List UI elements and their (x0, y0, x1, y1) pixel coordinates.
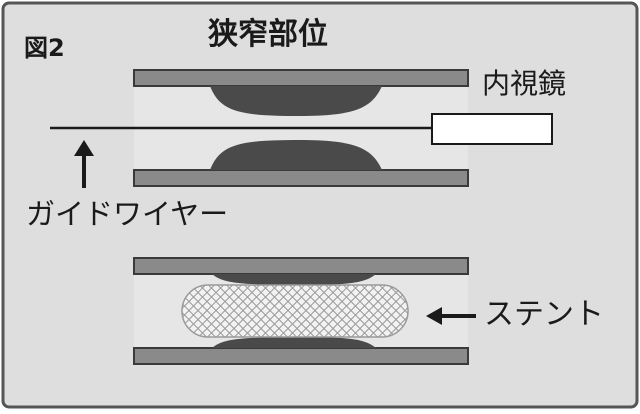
stenosis-lower (210, 140, 382, 170)
endoscope-tube (431, 113, 553, 145)
vessel-wall-upper-bottom (133, 257, 469, 275)
stenosis-illustration (50, 69, 553, 188)
stenosis-site-label: 狭窄部位 (208, 17, 328, 52)
vessel-wall-upper (133, 69, 469, 87)
stent-mesh (182, 285, 408, 337)
stent-illustration (133, 257, 476, 365)
vessel-wall-lower-bottom (133, 347, 469, 365)
guidewire-arrow (74, 140, 94, 188)
vessel-wall-lower (133, 169, 469, 187)
endoscope-label: 内視鏡 (482, 67, 567, 100)
compressed-stenosis-lower (212, 337, 376, 348)
stent-label: ステント (484, 297, 604, 332)
stent-arrow (426, 307, 476, 325)
guidewire-label: ガイドワイヤー (26, 197, 229, 231)
compressed-stenosis-upper (212, 274, 376, 285)
stenosis-upper (210, 86, 382, 116)
figure-number-label: 図2 (24, 34, 65, 62)
